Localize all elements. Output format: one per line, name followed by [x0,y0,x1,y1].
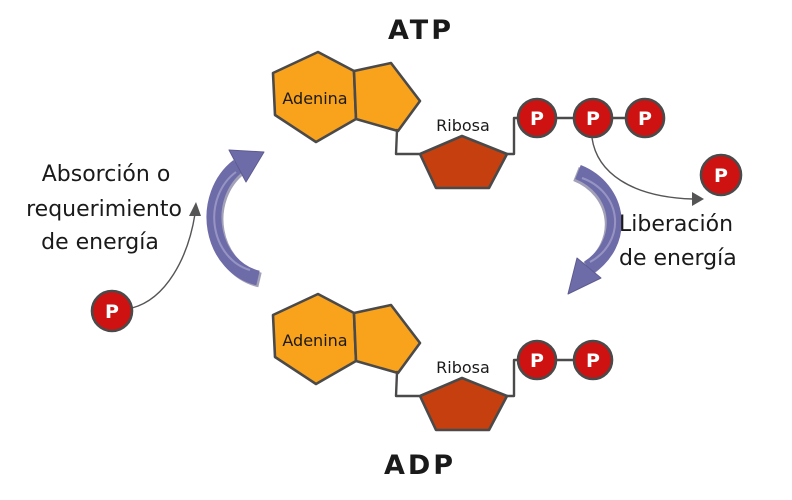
adp-phosphate-2 [572,339,614,381]
liberation-annotation: Liberación de energía [619,212,737,271]
absorption-annotation: Absorción o requerimiento de energía [26,162,182,255]
liberation-arrowhead-icon [567,257,602,295]
free-phosphate-left-circle [90,289,134,333]
atp-phosphate-2-label: P [586,108,600,130]
free-phosphate-right-circle [699,153,743,197]
atp-ribose-label: Ribosa [436,116,490,135]
liberation-line-1: Liberación [619,212,733,237]
atp-phosphate-3 [624,97,666,139]
atp-phosphate-1 [516,97,558,139]
absorption-arc [206,160,260,286]
atp-bond-ribose-phosphate [504,116,521,156]
adp-bond-ribose-phosphate [504,358,521,398]
free-phosphate-right: P [699,153,743,197]
adp-ribose-label: Ribosa [436,358,490,377]
atp-phosphate-1-label: P [530,108,544,130]
adp-ribose-pentagon [418,376,509,432]
atp-bond-adenine-ribose [394,128,421,156]
liberation-cycle-arrow [567,165,622,295]
phosphate-release-arrow [591,137,704,206]
adp-phosphate-1 [516,339,558,381]
atp-ribose-pentagon [418,134,509,190]
liberation-arc-highlight [581,177,617,263]
phosphate-release-curve [591,137,694,200]
phosphate-attach-arrowhead-icon [189,202,201,216]
absorption-line-1: Absorción o [42,162,171,187]
free-phosphate-left: P [90,289,134,333]
absorption-line-3: de energía [41,230,159,255]
atp-adenine-label: Adenina [282,89,347,108]
adp-bond-adenine-ribose [394,370,421,398]
liberation-line-2: de energía [619,246,737,271]
absorption-line-2: requerimiento [26,197,182,222]
phosphate-attach-arrow [131,202,201,309]
adp-title: ADP [384,450,456,481]
atp-adenine-pentagon [352,61,422,133]
adp-phosphate-1-label: P [530,350,544,372]
atp-phosphate-2 [572,97,614,139]
adp-adenine-pentagon [352,303,422,375]
free-phosphate-left-label: P [105,301,119,323]
absorption-arrowhead-icon [228,149,265,183]
adp-phosphate-2-label: P [586,350,600,372]
absorption-arc-highlight [213,171,251,271]
atp-phosphate-3-label: P [638,108,652,130]
adp-molecule: P P Adenina Ribosa [271,292,614,432]
free-phosphate-right-label: P [714,165,728,187]
adp-adenine-label: Adenina [282,331,347,350]
absorption-cycle-arrow [206,149,265,288]
atp-molecule: P P P Adenina Ribosa [271,50,666,190]
atp-title: ATP [388,15,454,46]
phosphate-attach-curve [131,213,196,309]
phosphate-release-arrowhead-icon [692,192,704,206]
